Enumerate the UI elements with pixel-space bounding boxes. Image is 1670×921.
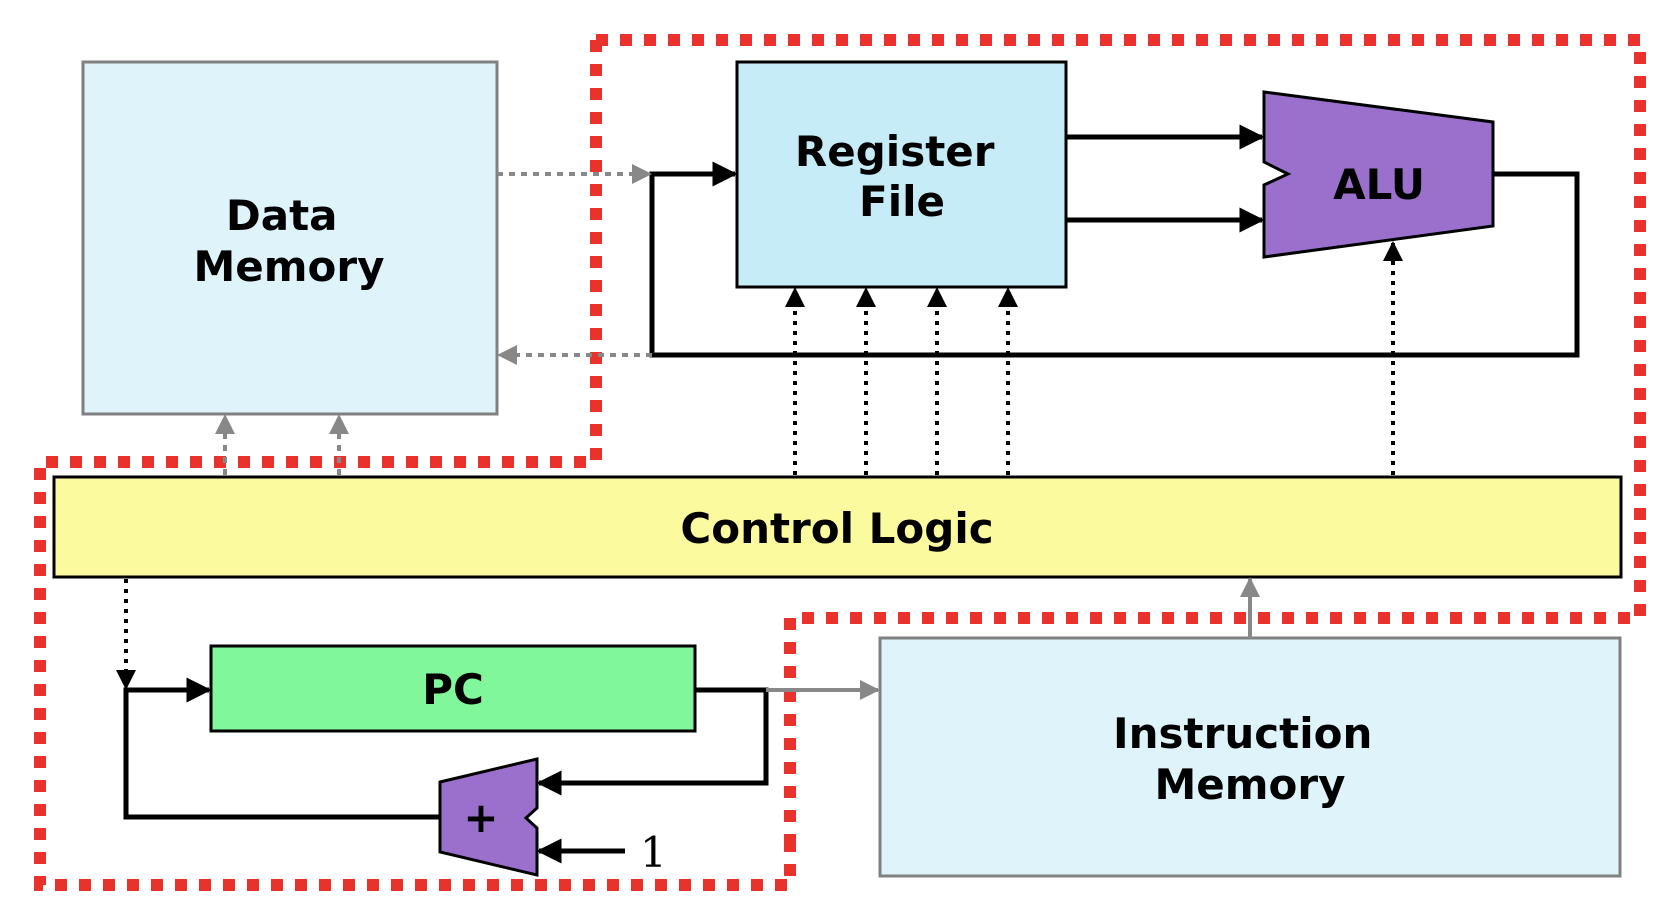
- data-memory-label: Data Memory: [194, 191, 385, 291]
- control-logic-block: [52, 475, 1623, 579]
- pc-to-adder-wire: [536, 687, 769, 796]
- constant-one-label: 1: [640, 828, 667, 877]
- register-file-label: Register File: [795, 127, 1009, 226]
- pc-block: [209, 644, 697, 733]
- pc-label: PC: [422, 665, 484, 714]
- control-logic-label: Control Logic: [680, 504, 993, 553]
- adder-label: +: [463, 793, 498, 842]
- adder-to-pc-wire: [123, 677, 440, 820]
- alu-label: ALU: [1333, 160, 1425, 209]
- adder-block: [438, 757, 539, 877]
- instruction-memory-block: [878, 636, 1622, 878]
- data-memory-block: [81, 60, 499, 416]
- alu-writeback-wire: [649, 161, 1580, 358]
- instruction-memory-label: Instruction Memory: [1113, 709, 1387, 809]
- register-file-block: [735, 60, 1068, 289]
